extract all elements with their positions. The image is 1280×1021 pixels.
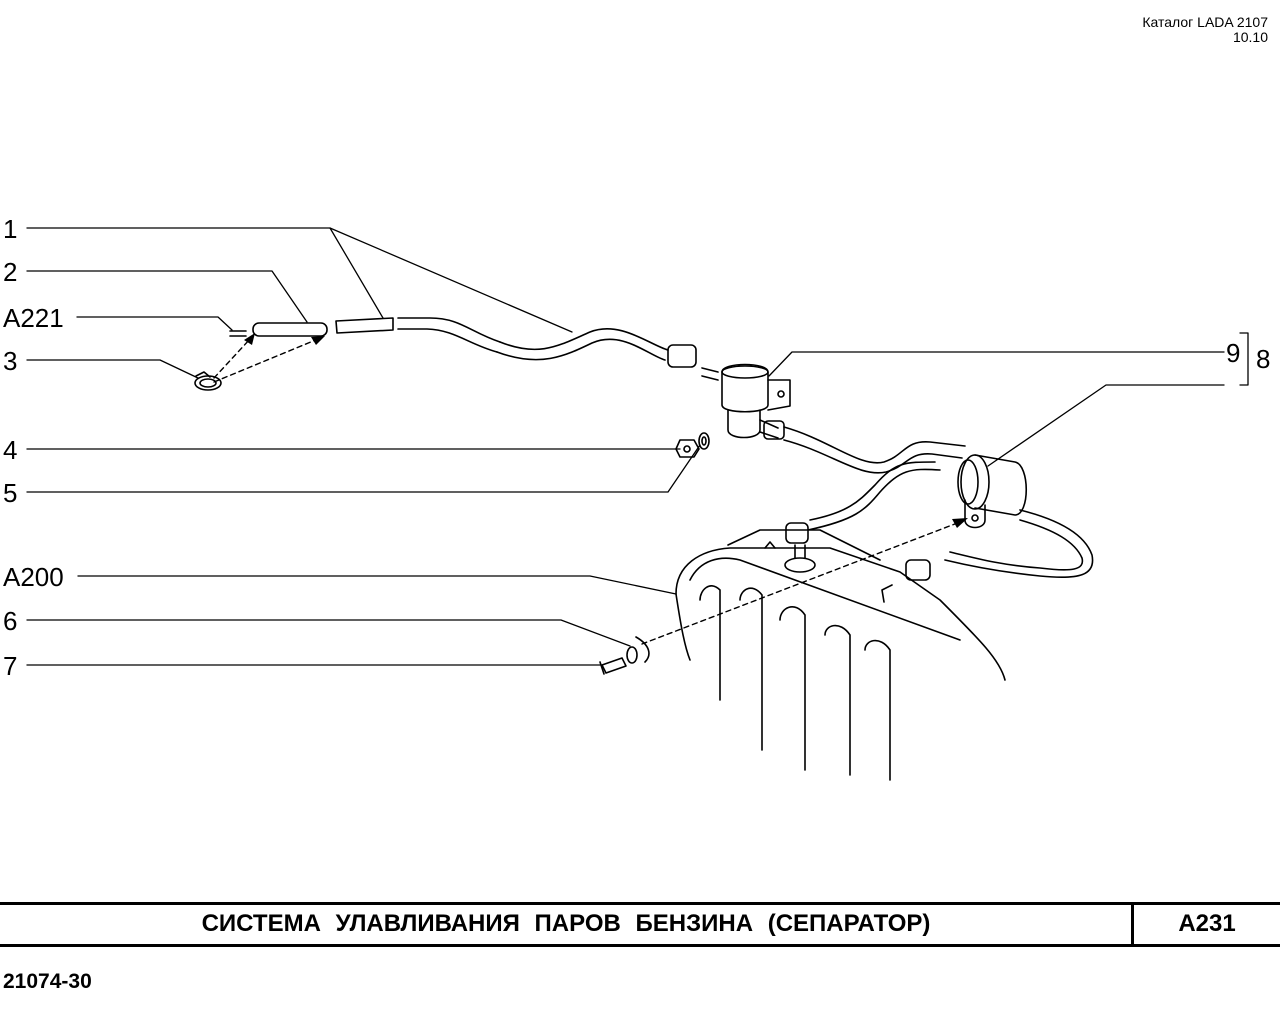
title-bar-bottom-rule [0, 944, 1280, 947]
callout-7: 7 [3, 651, 18, 681]
hose-clamp [194, 371, 222, 391]
callout-2: 2 [3, 257, 18, 287]
callout-a221: A221 [3, 303, 64, 333]
title-bar-top-rule [0, 902, 1280, 905]
title-bar-divider [1131, 904, 1134, 945]
arrow-heads [244, 333, 968, 528]
hose-pieces [229, 317, 501, 353]
leader-lines [26, 227, 1249, 666]
callout-6: 6 [3, 606, 18, 636]
diagram-title: СИСТЕМА УЛАВЛИВАНИЯ ПАРОВ БЕНЗИНА (СЕПАР… [201, 910, 931, 937]
fuel-tank [635, 529, 1006, 781]
drawing-code: 21074-30 [3, 970, 92, 993]
catalog-page: 10.10 [1232, 29, 1268, 45]
nut-washer [675, 432, 710, 458]
charcoal-canister [785, 454, 1027, 581]
separator [721, 363, 791, 440]
callout-8: 8 [1256, 344, 1271, 374]
bolt-washer [599, 646, 638, 675]
callout-a200: A200 [3, 562, 64, 592]
diagram-code: A231 [1178, 910, 1236, 937]
callout-3: 3 [3, 346, 18, 376]
callout-4: 4 [3, 435, 18, 465]
callout-5: 5 [3, 478, 18, 508]
callout-9: 9 [1226, 338, 1241, 368]
canister-pipes [783, 426, 1094, 579]
callout-1: 1 [3, 214, 18, 244]
vapor-pipe [496, 327, 719, 381]
catalog-title: Каталог LADA 2107 [1142, 14, 1268, 30]
